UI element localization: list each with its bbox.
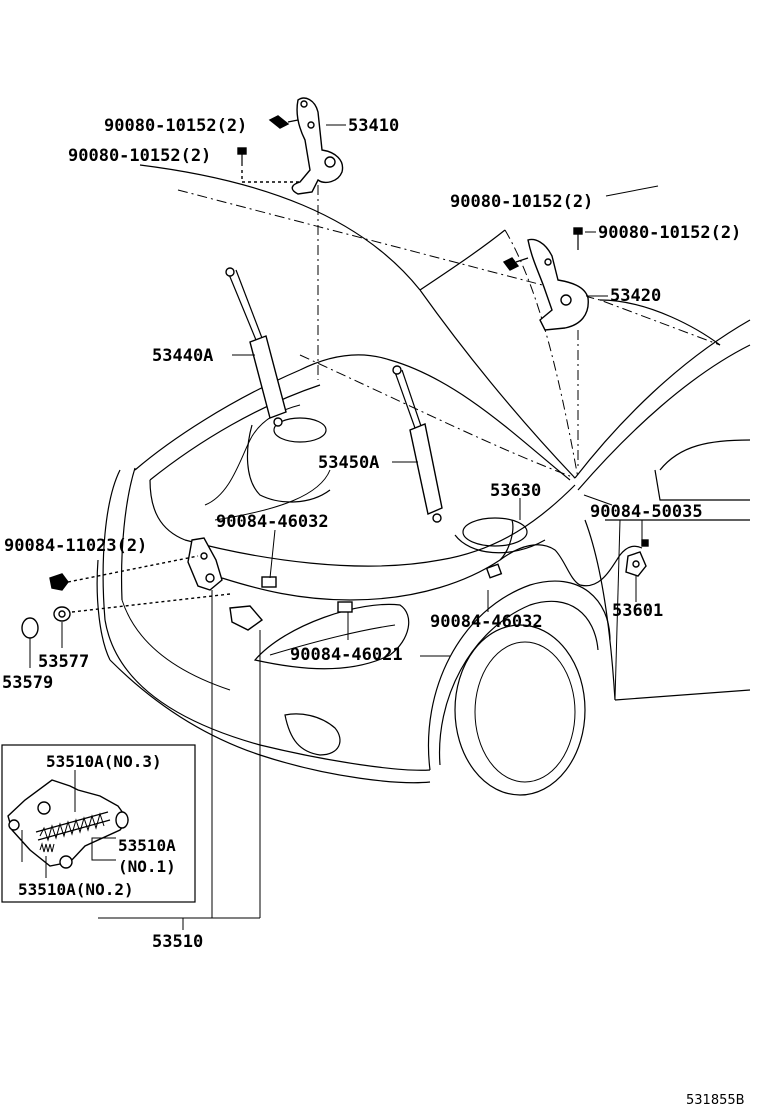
hood-hinge-53420 (527, 238, 589, 331)
car-body-outline (96, 164, 751, 796)
screw-icon (49, 573, 69, 591)
diagram-code: 531855B (686, 1093, 745, 1108)
hood-hinge-53410 (291, 97, 344, 195)
label-cable-53630: 53630 (490, 481, 541, 501)
label-clip-90084-50035: 90084-50035 (590, 502, 703, 522)
hood-lock-53510 (187, 537, 264, 631)
cushion-53577-icon (53, 606, 71, 622)
label-lock-53510A-no2: 53510A(NO.2) (18, 880, 134, 899)
hood-support-53450A (392, 365, 443, 523)
release-lever-bracket-53601 (625, 551, 647, 577)
label-clip-90084-46032: 90084-46032 (430, 612, 543, 632)
hood-support-53440A (225, 267, 287, 427)
label-support-53450A: 53450A (318, 453, 379, 473)
label-hinge-53410: 53410 (348, 116, 399, 136)
label-lock-assembly-53510: 53510 (152, 932, 203, 952)
bolt-icon (573, 227, 583, 250)
bolt-icon (237, 147, 247, 166)
label-support-53440A: 53440A (152, 346, 213, 366)
bolt-icon (268, 115, 299, 129)
cushion-53579-icon (21, 617, 39, 639)
label-bolt-90080-10152: 90080-10152(2) (450, 192, 593, 212)
label-clip-90084-46032: 90084-46032 (216, 512, 329, 532)
part-labels: 90080-10152(2) 53410 90080-10152(2) 9008… (2, 116, 745, 1108)
lock-detail-inset (1, 744, 196, 903)
label-bolt-90080-10152: 90080-10152(2) (68, 146, 211, 166)
label-bolt-90080-10152: 90080-10152(2) (104, 116, 247, 136)
label-lock-53510A-no3: 53510A(NO.3) (46, 752, 162, 771)
clip-icon (641, 539, 649, 547)
hood-release-cable-53630 (221, 519, 643, 613)
label-hinge-53420: 53420 (610, 286, 661, 306)
label-lock-no1: (NO.1) (118, 857, 176, 876)
label-clip-90084-46021: 90084-46021 (290, 645, 403, 665)
label-screw-90084-11023: 90084-11023(2) (4, 536, 147, 556)
label-lock-53510A: 53510A (118, 836, 176, 855)
label-cushion-53579: 53579 (2, 673, 53, 693)
bolt-icon (502, 257, 529, 271)
label-bolt-90080-10152: 90080-10152(2) (598, 223, 741, 243)
label-cushion-53577: 53577 (38, 652, 89, 672)
leader-lines (29, 124, 659, 930)
label-bracket-53601: 53601 (612, 601, 663, 621)
